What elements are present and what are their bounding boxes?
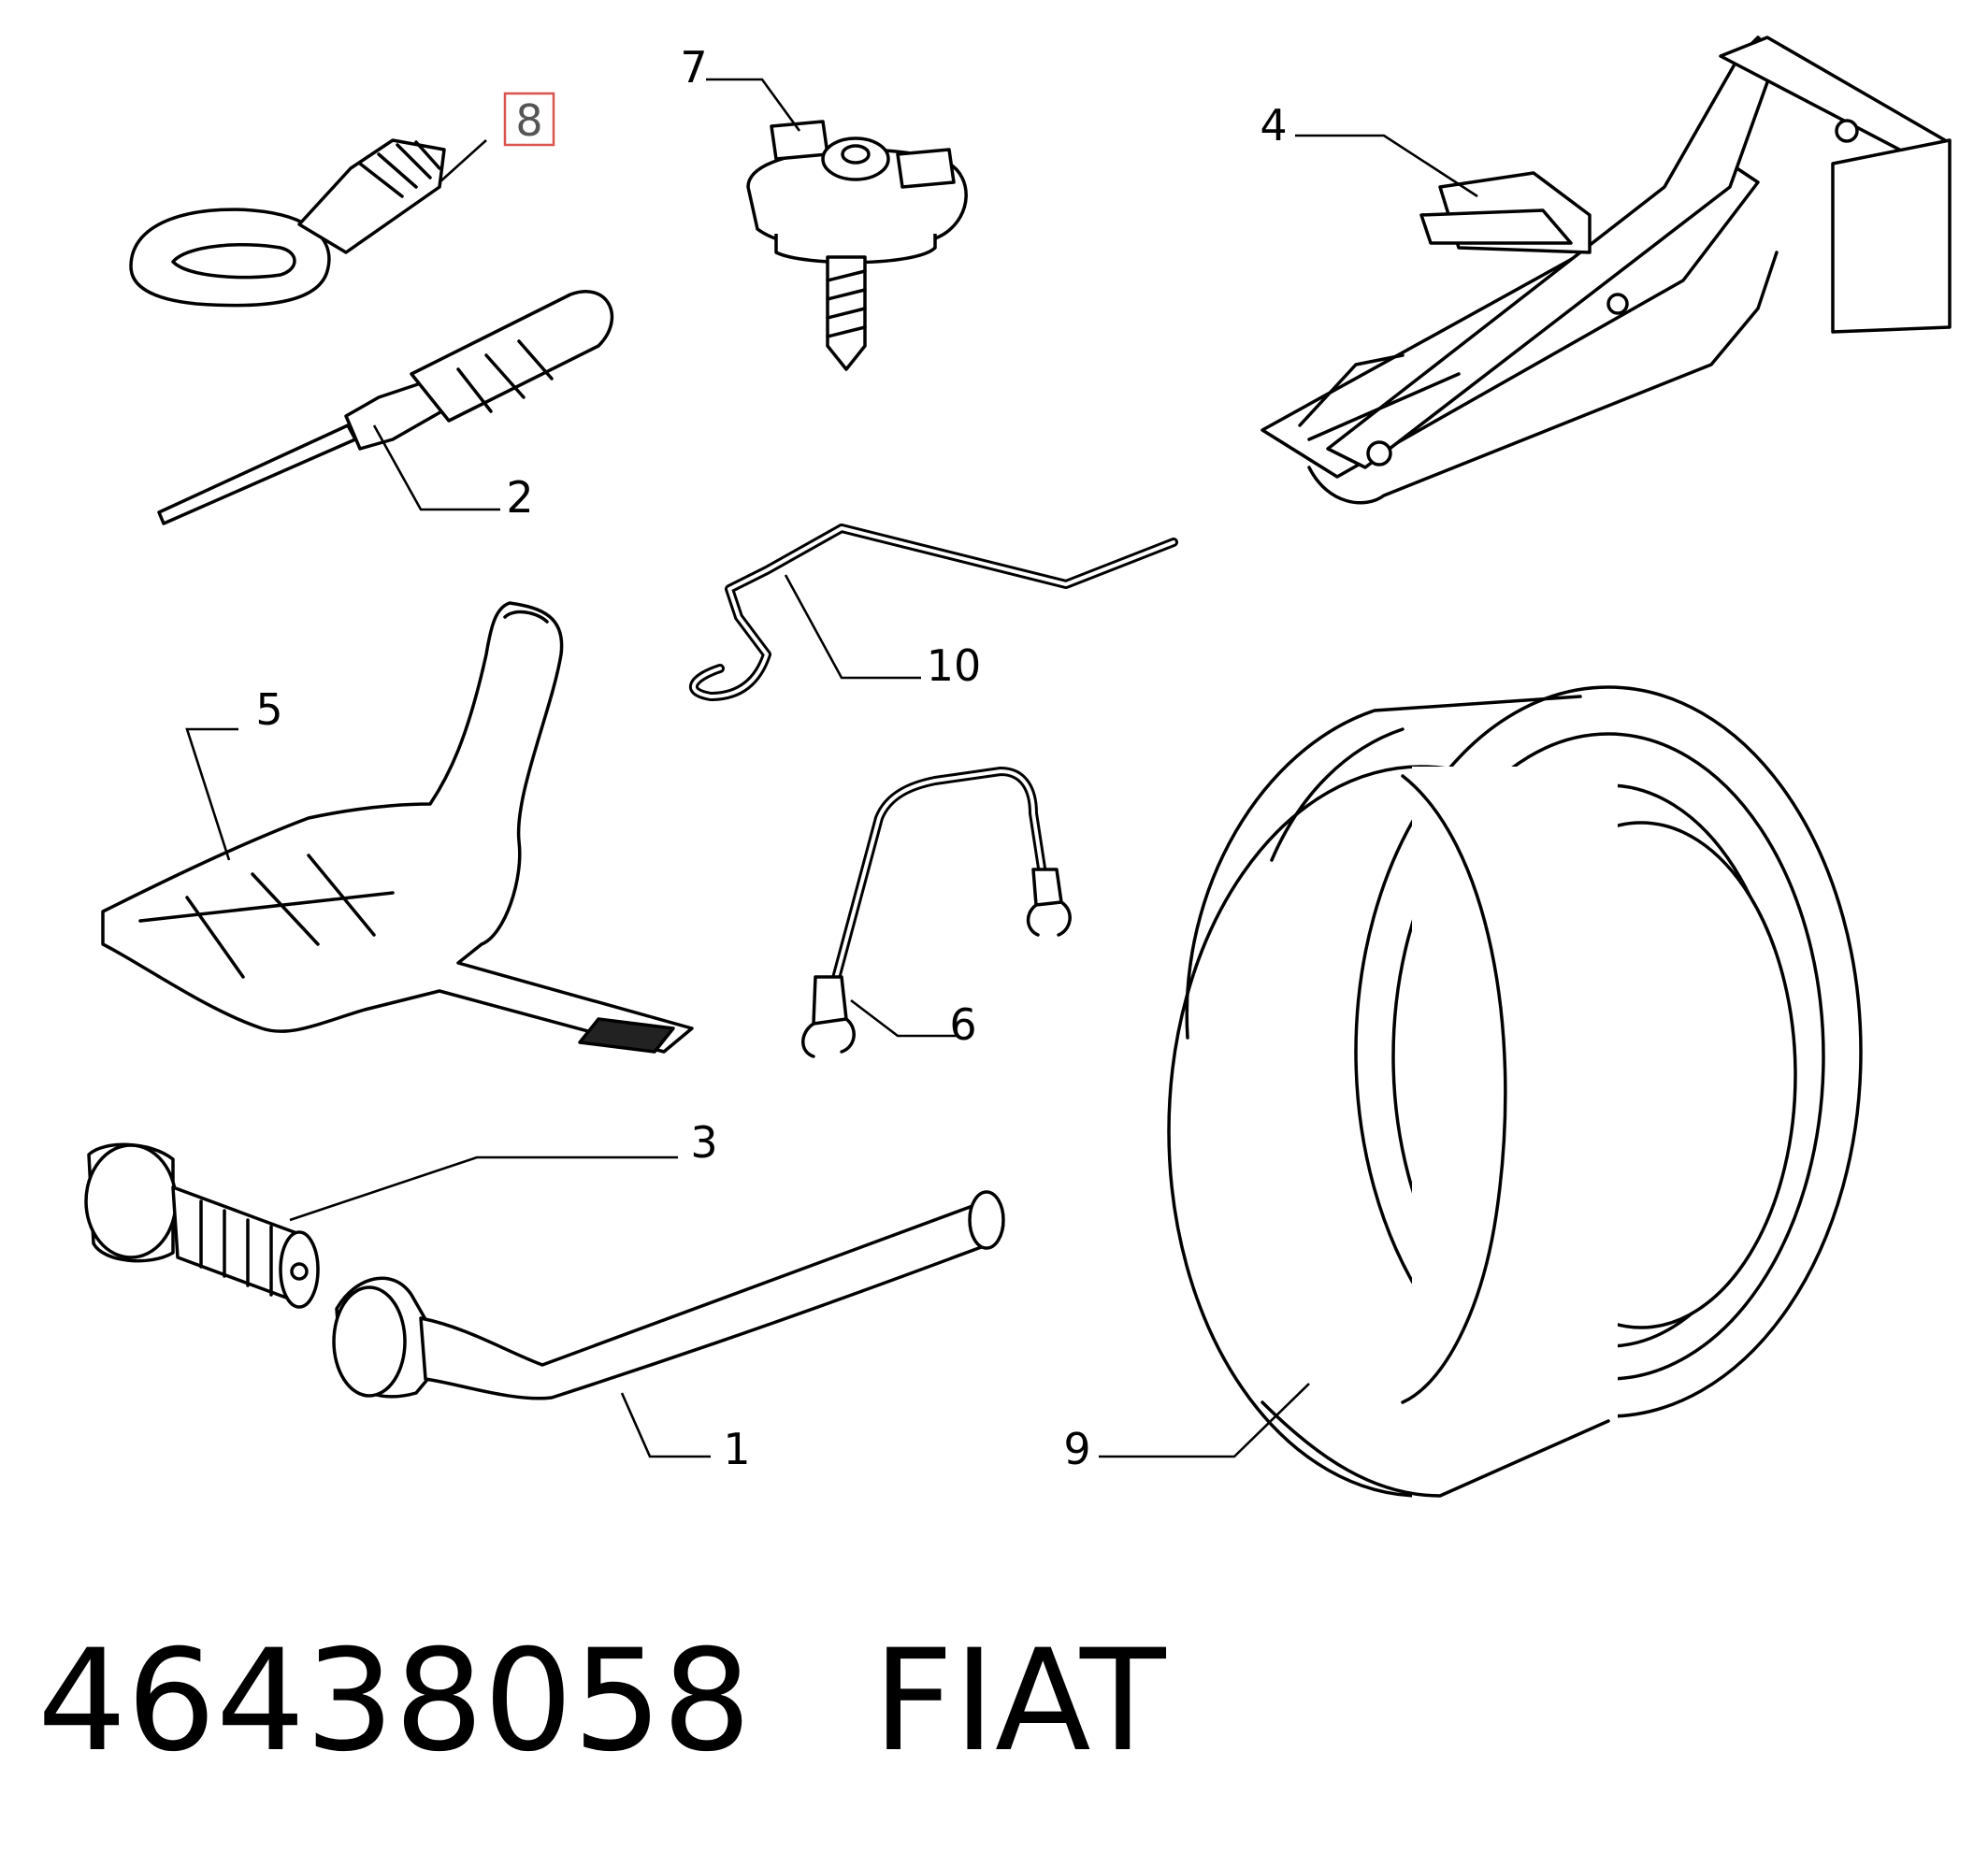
callout-3: 3 [690,1117,717,1168]
leader-3 [289,1156,678,1222]
wing-bolt-part [746,120,968,371]
wire-rod-part [689,524,1178,701]
leader-8 [439,139,487,183]
screwdriver-part [157,290,614,525]
callout-7: 7 [680,42,707,93]
callout-8-highlight-box [503,92,555,147]
scissor-jack-part [1261,36,1952,505]
leader-6 [850,998,958,1038]
leader-4 [1295,134,1478,198]
callout-6: 6 [949,999,976,1050]
callout-2: 2 [506,472,533,523]
leader-7 [706,78,801,132]
leader-9 [1099,1383,1310,1458]
leader-5 [185,727,238,861]
callouts: 8 7 4 2 10 5 6 3 1 9 [255,42,1287,1474]
part-number: 46438058 [37,1620,752,1783]
callout-1: 1 [723,1424,750,1474]
spare-tyre-part [1167,685,1863,1533]
socket-adapter-part [84,1142,320,1309]
part-footer: 46438058 FIAT [37,1627,1166,1776]
callout-9: 9 [1063,1424,1090,1474]
brand-name: FIAT [872,1620,1166,1783]
retaining-strap-part [801,767,1072,1058]
wheel-brace-part [332,1190,1005,1400]
callout-5: 5 [255,684,282,735]
tow-eye-part [129,138,446,308]
leader-1 [620,1392,711,1458]
callout-8: 8 [515,95,542,146]
leader-2 [372,424,500,511]
leader-lines [185,78,1478,1458]
callout-4: 4 [1260,100,1287,151]
cover-sheet-part [101,601,694,1054]
leader-10 [784,574,921,680]
callout-10: 10 [927,640,982,691]
